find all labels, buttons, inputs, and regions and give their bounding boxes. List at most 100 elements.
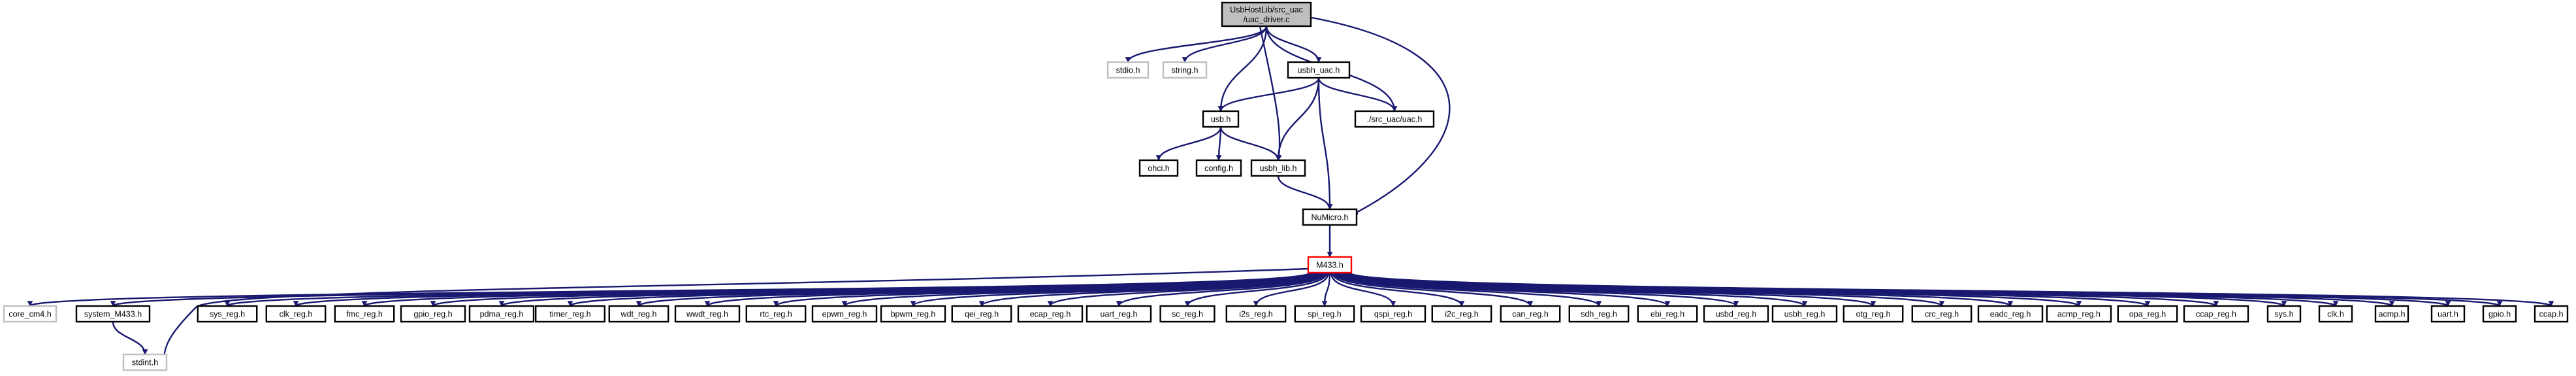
node-bpwm_reg[interactable]: bpwm_reg.h bbox=[880, 305, 946, 323]
node-label-can_reg: can_reg.h bbox=[1512, 310, 1549, 319]
node-spi_reg[interactable]: spi_reg.h bbox=[1294, 305, 1355, 323]
node-label-ccap_reg: ccap_reg.h bbox=[2196, 310, 2236, 319]
node-label-wdt_reg: wdt_reg.h bbox=[620, 310, 657, 319]
node-eadc_reg[interactable]: eadc_reg.h bbox=[1977, 305, 2044, 323]
node-box-uart bbox=[2430, 305, 2466, 323]
node-clk[interactable]: clk.h bbox=[2318, 305, 2353, 323]
node-stdint[interactable]: stdint.h bbox=[122, 353, 168, 371]
node-gpio[interactable]: gpio.h bbox=[2482, 305, 2517, 323]
node-fmc_reg[interactable]: fmc_reg.h bbox=[334, 305, 395, 323]
node-usbh_uac[interactable]: usbh_uac.h bbox=[1287, 61, 1351, 79]
node-rtc_reg[interactable]: rtc_reg.h bbox=[745, 305, 807, 323]
node-box-can_reg bbox=[1500, 305, 1561, 323]
node-string[interactable]: string.h bbox=[1162, 61, 1208, 79]
node-box-ccap bbox=[2534, 305, 2569, 323]
node-label-spi_reg: spi_reg.h bbox=[1308, 310, 1341, 319]
edge-layer bbox=[27, 16, 2554, 363]
node-label-fmc_reg: fmc_reg.h bbox=[346, 310, 383, 319]
node-box-wwdt_reg bbox=[674, 305, 741, 323]
edge-m433-to-bpwm_reg bbox=[910, 272, 1323, 307]
node-box-pdma_reg bbox=[468, 305, 535, 323]
node-wdt_reg[interactable]: wdt_reg.h bbox=[608, 305, 669, 323]
node-label-acmp_reg: acmp_reg.h bbox=[2057, 310, 2101, 319]
node-crc_reg[interactable]: crc_reg.h bbox=[1911, 305, 1972, 323]
node-sc_reg[interactable]: sc_reg.h bbox=[1159, 305, 1216, 323]
node-usbh_lib[interactable]: usbh_lib.h bbox=[1250, 159, 1306, 177]
node-uac_driver[interactable]: UsbHostLib/src_uac/uac_driver.c bbox=[1221, 1, 1312, 27]
node-label-usbh_lib: usbh_lib.h bbox=[1260, 164, 1297, 173]
node-config[interactable]: config.h bbox=[1195, 159, 1242, 177]
node-clk_reg[interactable]: clk_reg.h bbox=[265, 305, 327, 323]
node-box-uac_h bbox=[1354, 110, 1435, 128]
node-sys[interactable]: sys.h bbox=[2266, 305, 2302, 323]
node-box-clk_reg bbox=[265, 305, 327, 323]
node-sys_reg[interactable]: sys_reg.h bbox=[197, 305, 258, 323]
node-uart_reg[interactable]: uart_reg.h bbox=[1086, 305, 1152, 323]
node-box-crc_reg bbox=[1911, 305, 1972, 323]
node-box-gpio_reg bbox=[400, 305, 466, 323]
node-core_cm4[interactable]: core_cm4.h bbox=[3, 305, 57, 323]
edge-usb-to-config bbox=[1216, 126, 1222, 161]
node-opa_reg[interactable]: opa_reg.h bbox=[2117, 305, 2178, 323]
node-label-m433: M433.h bbox=[1316, 261, 1344, 270]
node-label-epwm_reg: epwm_reg.h bbox=[822, 310, 867, 319]
node-box-ccap_reg bbox=[2183, 305, 2249, 323]
node-ccap_reg[interactable]: ccap_reg.h bbox=[2183, 305, 2249, 323]
edge-uac_driver-to-stdio bbox=[1125, 26, 1268, 63]
node-acmp_reg[interactable]: acmp_reg.h bbox=[2046, 305, 2112, 323]
node-numicro[interactable]: NuMicro.h bbox=[1302, 208, 1358, 226]
node-ecap_reg[interactable]: ecap_reg.h bbox=[1017, 305, 1084, 323]
node-can_reg[interactable]: can_reg.h bbox=[1500, 305, 1561, 323]
node-layer: UsbHostLib/src_uac/uac_driver.c stdio.h st… bbox=[3, 1, 2569, 371]
node-label-i2c_reg: i2c_reg.h bbox=[1445, 310, 1478, 319]
edge-m433-to-i2s_reg bbox=[1253, 272, 1329, 307]
node-pdma_reg[interactable]: pdma_reg.h bbox=[468, 305, 535, 323]
node-epwm_reg[interactable]: epwm_reg.h bbox=[811, 305, 878, 323]
node-label-uac_h: ./src_uac/uac.h bbox=[1367, 115, 1423, 124]
node-usbh_reg[interactable]: usbh_reg.h bbox=[1771, 305, 1838, 323]
node-box-usbh_lib bbox=[1250, 159, 1306, 177]
node-sdh_reg[interactable]: sdh_reg.h bbox=[1568, 305, 1630, 323]
node-system_m433[interactable]: system_M433.h bbox=[75, 305, 151, 323]
node-m433[interactable]: M433.h bbox=[1307, 256, 1353, 274]
node-box-epwm_reg bbox=[811, 305, 878, 323]
edge-usbh_uac-to-usbh_lib bbox=[1275, 77, 1320, 161]
node-box-core_cm4 bbox=[3, 305, 57, 323]
node-usb[interactable]: usb.h bbox=[1202, 110, 1240, 128]
edge-m433-to-spi_reg bbox=[1321, 272, 1331, 307]
node-box-otg_reg bbox=[1843, 305, 1904, 323]
node-timer_reg[interactable]: timer_reg.h bbox=[535, 305, 606, 323]
node-uac_h[interactable]: ./src_uac/uac.h bbox=[1354, 110, 1435, 128]
node-box-timer_reg bbox=[535, 305, 606, 323]
node-qei_reg[interactable]: qei_reg.h bbox=[951, 305, 1012, 323]
node-ohci[interactable]: ohci.h bbox=[1138, 159, 1179, 177]
node-i2c_reg[interactable]: i2c_reg.h bbox=[1431, 305, 1492, 323]
node-box-uac_driver bbox=[1221, 1, 1312, 27]
node-box-stdio bbox=[1106, 61, 1150, 79]
node-uart[interactable]: uart.h bbox=[2430, 305, 2466, 323]
node-box-fmc_reg bbox=[334, 305, 395, 323]
node-label-sc_reg: sc_reg.h bbox=[1172, 310, 1203, 319]
node-qspi_reg[interactable]: qspi_reg.h bbox=[1360, 305, 1426, 323]
node-label-sys_reg: sys_reg.h bbox=[210, 310, 245, 319]
node-stdio[interactable]: stdio.h bbox=[1106, 61, 1150, 79]
node-ccap[interactable]: ccap.h bbox=[2534, 305, 2569, 323]
node-label-crc_reg: crc_reg.h bbox=[1925, 310, 1959, 319]
edge-uac_driver-to-numicro bbox=[1308, 16, 1451, 216]
node-label-config: config.h bbox=[1204, 164, 1233, 173]
node-ebi_reg[interactable]: ebi_reg.h bbox=[1637, 305, 1698, 323]
node-box-spi_reg bbox=[1294, 305, 1355, 323]
node-wwdt_reg[interactable]: wwdt_reg.h bbox=[674, 305, 741, 323]
node-i2s_reg[interactable]: i2s_reg.h bbox=[1225, 305, 1287, 323]
node-box-sdh_reg bbox=[1568, 305, 1630, 323]
node-label-usb: usb.h bbox=[1211, 115, 1231, 124]
node-label-uart_reg: uart_reg.h bbox=[1101, 310, 1138, 319]
node-otg_reg[interactable]: otg_reg.h bbox=[1843, 305, 1904, 323]
node-acmp[interactable]: acmp.h bbox=[2374, 305, 2409, 323]
node-usbd_reg[interactable]: usbd_reg.h bbox=[1703, 305, 1769, 323]
node-box-rtc_reg bbox=[745, 305, 807, 323]
node-label-opa_reg: opa_reg.h bbox=[2129, 310, 2166, 319]
node-label-ebi_reg: ebi_reg.h bbox=[1650, 310, 1684, 319]
node-gpio_reg[interactable]: gpio_reg.h bbox=[400, 305, 466, 323]
